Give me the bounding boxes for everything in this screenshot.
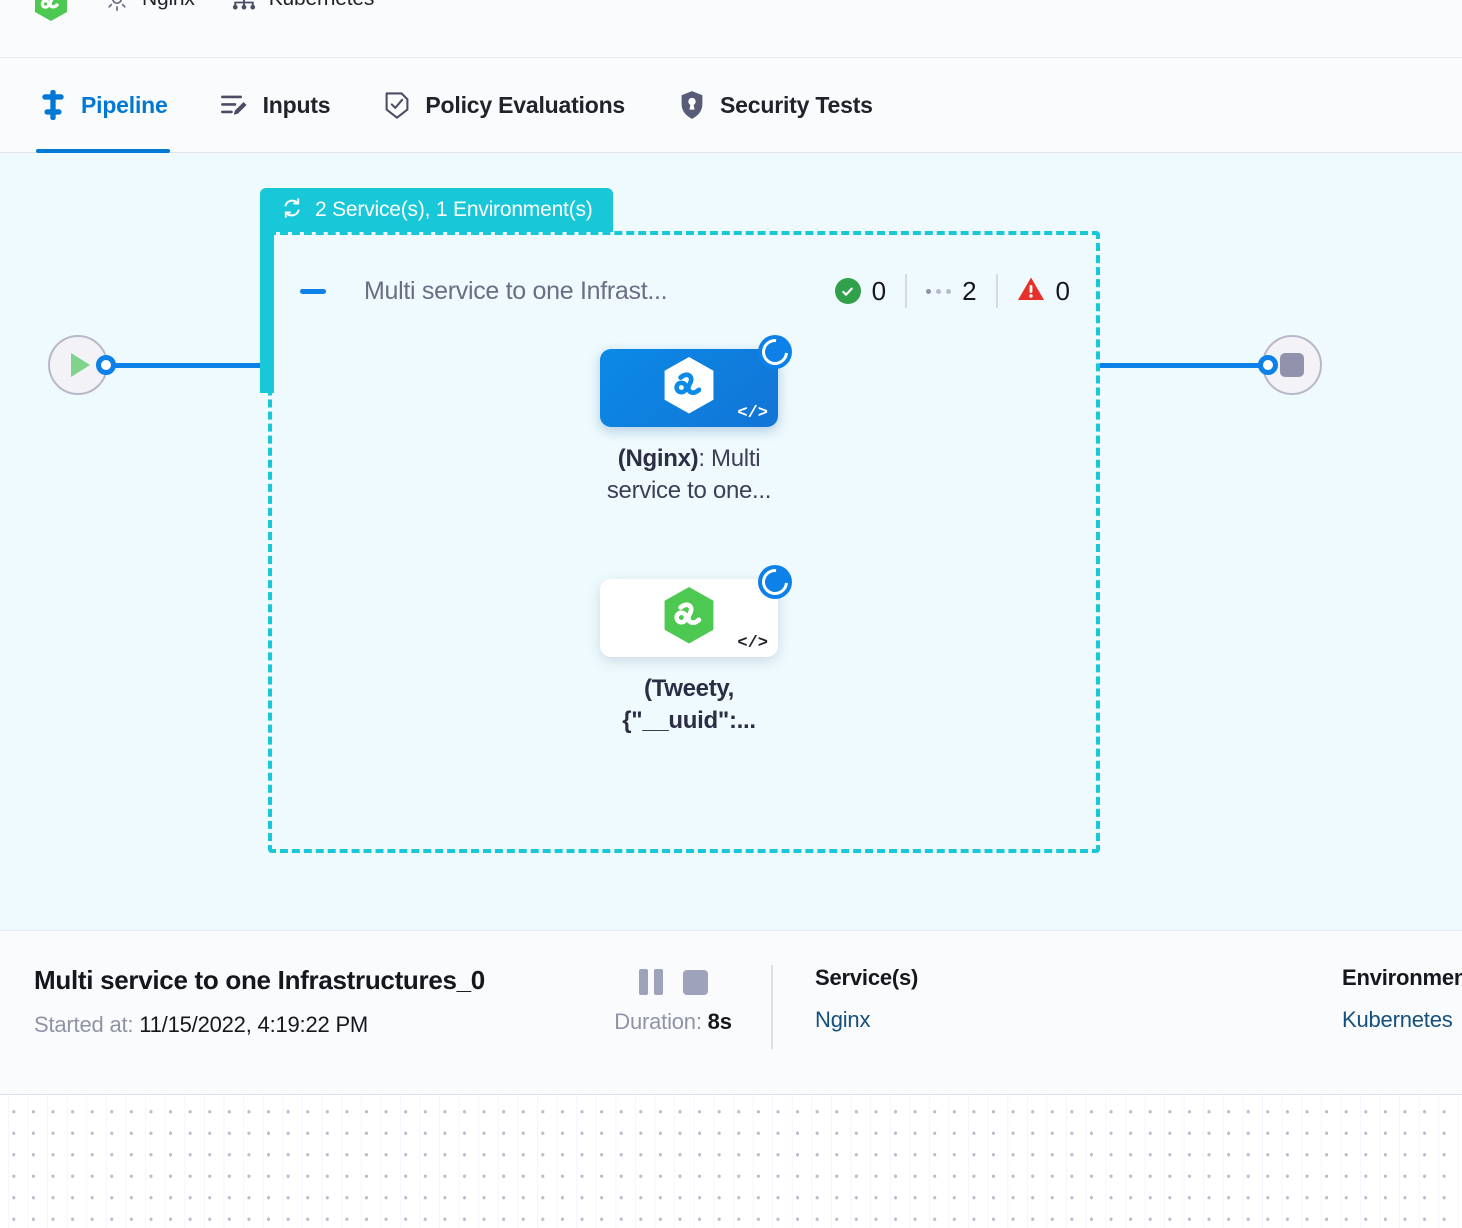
services-value-link[interactable]: Nginx: [815, 1007, 871, 1032]
counter-divider: [995, 274, 998, 308]
tab-policy-evaluations[interactable]: Policy Evaluations: [380, 58, 627, 153]
counter-success-value: 0: [871, 275, 887, 306]
counter-success: 0: [834, 275, 905, 307]
tab-label-policy-evaluations: Policy Evaluations: [425, 91, 626, 118]
breadcrumb-label-infrastructure: Kubernetes: [269, 0, 375, 11]
duration-text: Duration: 8s: [614, 1009, 732, 1035]
play-icon: [71, 353, 90, 377]
running-spinner-icon: [756, 563, 794, 601]
breadcrumb-item-infrastructure[interactable]: Kubernetes: [229, 0, 374, 14]
started-at: Started at: 11/15/2022, 4:19:22 PM: [34, 1012, 575, 1038]
wire-start-to-group: [106, 363, 266, 368]
counter-running-value: 2: [962, 275, 977, 306]
step-node-label-service: (Tweety, {"__uuid":...: [622, 675, 756, 735]
step-node-label-rest: : Multi service to one...: [606, 445, 772, 505]
running-spinner-icon: [756, 333, 794, 371]
detail-summary: Multi service to one Infrastructures_0 S…: [0, 931, 575, 1038]
environments-heading: Environment(s): [1342, 965, 1462, 990]
code-glyph-icon: </>: [737, 404, 768, 423]
group-header-row: Multi service to one Infrast... 0 2: [300, 268, 1070, 314]
pipeline-icon: [38, 90, 68, 120]
detail-environments: Environment(s) Kubernetes: [1342, 931, 1462, 1033]
group-tab-label: 2 Service(s), 1 Environment(s): [315, 198, 593, 221]
step-node-card[interactable]: </>: [600, 563, 794, 657]
group-status-counters: 0 2 0: [834, 274, 1070, 308]
tab-label-security-tests: Security Tests: [720, 91, 873, 118]
step-node-tweety[interactable]: </> (Tweety, {"__uuid":...: [600, 563, 794, 737]
breadcrumb-label-service: Nginx: [142, 0, 195, 11]
started-at-value: 11/15/2022, 4:19:22 PM: [139, 1012, 369, 1037]
step-node-label: (Nginx): Multi service to one...: [600, 443, 778, 507]
breadcrumb-item-service[interactable]: Nginx: [102, 0, 195, 14]
detail-divider: [771, 965, 773, 1049]
step-node-nginx[interactable]: </> (Nginx): Multi service to one...: [600, 333, 794, 507]
success-check-icon: [834, 278, 861, 304]
tab-label-inputs: Inputs: [262, 91, 331, 118]
tab-inputs[interactable]: Inputs: [218, 58, 333, 153]
start-node-connector: [96, 355, 116, 375]
step-node-label-service: (Nginx): [617, 445, 699, 472]
environments-value-link[interactable]: Kubernetes: [1342, 1007, 1453, 1032]
code-glyph-icon: </>: [737, 634, 768, 653]
harness-hexagon-logo-icon: [663, 356, 715, 420]
execution-detail-bar: Multi service to one Infrastructures_0 S…: [0, 930, 1462, 1095]
warning-triangle-icon: [1017, 276, 1045, 307]
duration-label: Duration:: [614, 1009, 702, 1034]
step-node-card[interactable]: </>: [600, 333, 794, 427]
duration-value: 8s: [707, 1009, 732, 1034]
policy-shield-check-icon: [382, 90, 412, 120]
page-title: Multi service to one Infrastructures_0: [34, 965, 485, 995]
harness-hexagon-logo-icon: [34, 0, 68, 22]
execution-controls: [638, 969, 708, 995]
detail-services: Service(s) Nginx: [773, 931, 918, 1033]
tab-pipeline[interactable]: Pipeline: [36, 58, 170, 153]
pipeline-canvas[interactable]: 2 Service(s), 1 Environment(s) Multi ser…: [0, 153, 1462, 930]
counter-failed: 0: [998, 276, 1070, 307]
started-at-label: Started at:: [34, 1012, 134, 1037]
pending-dots-icon: [926, 288, 952, 294]
minus-collapse-icon[interactable]: [300, 288, 336, 294]
detail-duration: Duration: 8s: [575, 931, 771, 1035]
gear-icon: [102, 0, 132, 14]
stop-icon[interactable]: [682, 969, 708, 995]
group-title: Multi service to one Infrast...: [364, 276, 668, 305]
infrastructure-cluster-icon: [229, 0, 259, 14]
counter-running: 2: [907, 276, 995, 307]
services-heading: Service(s): [815, 965, 919, 990]
start-node[interactable]: [48, 335, 108, 395]
breadcrumb-item-pipeline-logo[interactable]: [34, 0, 68, 22]
stop-icon: [1280, 353, 1304, 377]
inputs-icon: [220, 90, 250, 120]
canvas-grid-background: [0, 1095, 1462, 1228]
harness-hexagon-logo-icon: [663, 586, 715, 650]
tab-security-tests[interactable]: Security Tests: [675, 58, 875, 153]
pause-icon[interactable]: [638, 969, 663, 995]
execution-tabs: Pipeline Inputs Policy Evaluations: [0, 58, 1462, 153]
breadcrumb: Nginx Kubernetes: [0, 0, 1462, 58]
security-shield-icon: [677, 90, 707, 120]
counter-failed-value: 0: [1055, 275, 1070, 306]
step-node-label: (Tweety, {"__uuid":...: [600, 673, 778, 737]
rollback-loop-icon: [280, 196, 304, 225]
group-boundary: [268, 231, 1100, 853]
tab-label-pipeline: Pipeline: [81, 91, 168, 118]
group-accent-bar: [260, 197, 274, 393]
wire-group-to-end: [1100, 363, 1268, 368]
group-header-tab[interactable]: 2 Service(s), 1 Environment(s): [260, 188, 613, 232]
end-node-connector: [1258, 355, 1278, 375]
counter-divider: [905, 274, 908, 308]
